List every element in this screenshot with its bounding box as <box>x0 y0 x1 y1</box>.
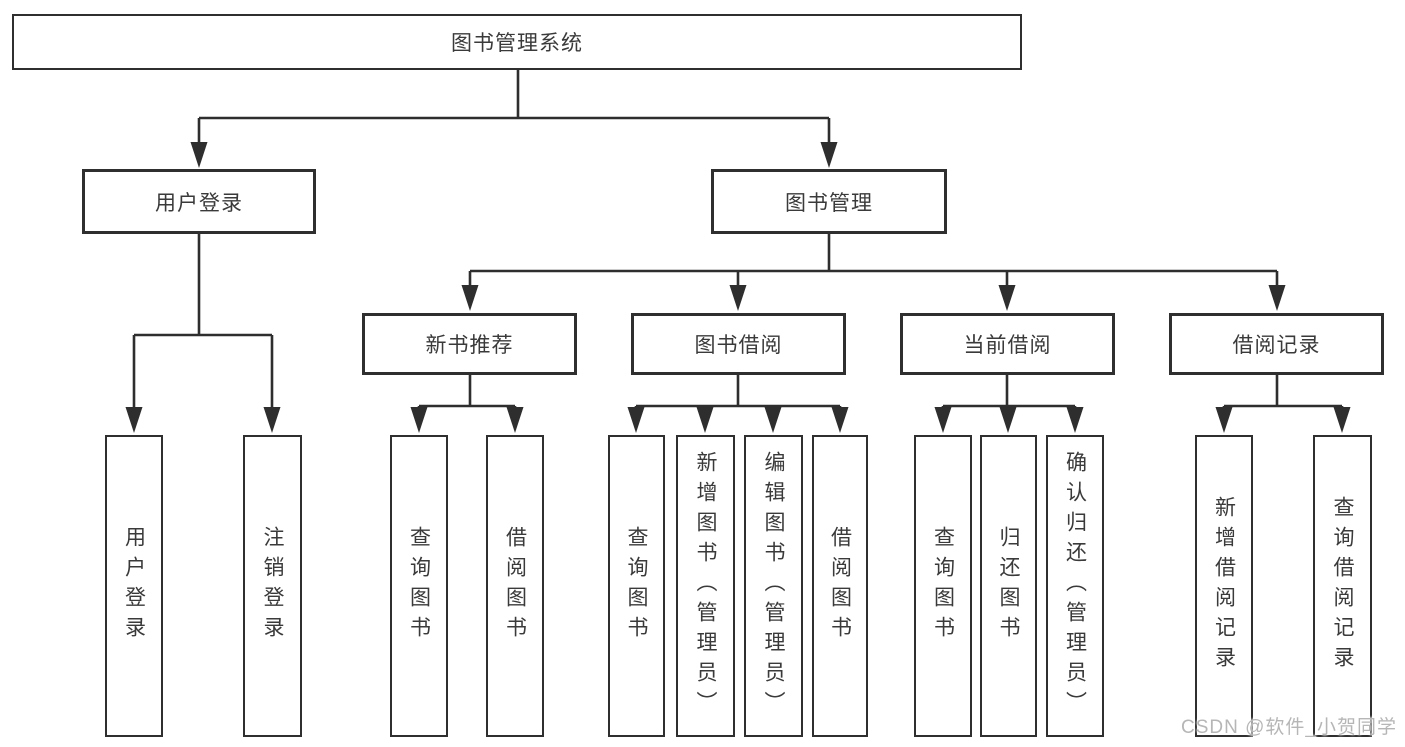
leaf-borrow-query-book: 查询图书 <box>608 435 665 737</box>
node-book-management: 图书管理 <box>711 169 947 234</box>
leaf-current-query-book: 查询图书 <box>914 435 972 737</box>
connector-userlogin-to-leaves <box>125 234 281 433</box>
connector-root-to-level2 <box>190 70 838 168</box>
leaf-current-confirm-return-admin: 确认归还（管理员） <box>1046 435 1104 737</box>
leaf-logout-login: 注销登录 <box>243 435 302 737</box>
connector-bookmgmt-to-level3 <box>461 234 1286 311</box>
leaf-borrow-edit-book-admin: 编辑图书（管理员） <box>744 435 803 737</box>
node-user-login: 用户登录 <box>82 169 316 234</box>
node-book-borrow: 图书借阅 <box>631 313 846 375</box>
node-new-book-recommend: 新书推荐 <box>362 313 577 375</box>
leaf-records-add-record: 新增借阅记录 <box>1195 435 1253 737</box>
node-current-borrow: 当前借阅 <box>900 313 1115 375</box>
connector-records-to-leaves <box>1215 375 1351 433</box>
connector-borrow-to-leaves <box>627 375 849 433</box>
leaf-borrow-add-book-admin: 新增图书（管理员） <box>676 435 735 737</box>
leaf-newrec-query-book: 查询图书 <box>390 435 448 737</box>
leaf-records-query-record: 查询借阅记录 <box>1313 435 1372 737</box>
leaf-user-login: 用户登录 <box>105 435 163 737</box>
connector-newbook-to-leaves <box>410 375 524 433</box>
node-borrow-records: 借阅记录 <box>1169 313 1384 375</box>
leaf-borrow-borrow-book: 借阅图书 <box>812 435 868 737</box>
node-library-system: 图书管理系统 <box>12 14 1022 70</box>
connector-current-to-leaves <box>934 375 1084 433</box>
leaf-current-return-book: 归还图书 <box>980 435 1037 737</box>
leaf-newrec-borrow-book: 借阅图书 <box>486 435 544 737</box>
csdn-watermark: CSDN @软件_小贺同学 <box>1181 717 1397 738</box>
